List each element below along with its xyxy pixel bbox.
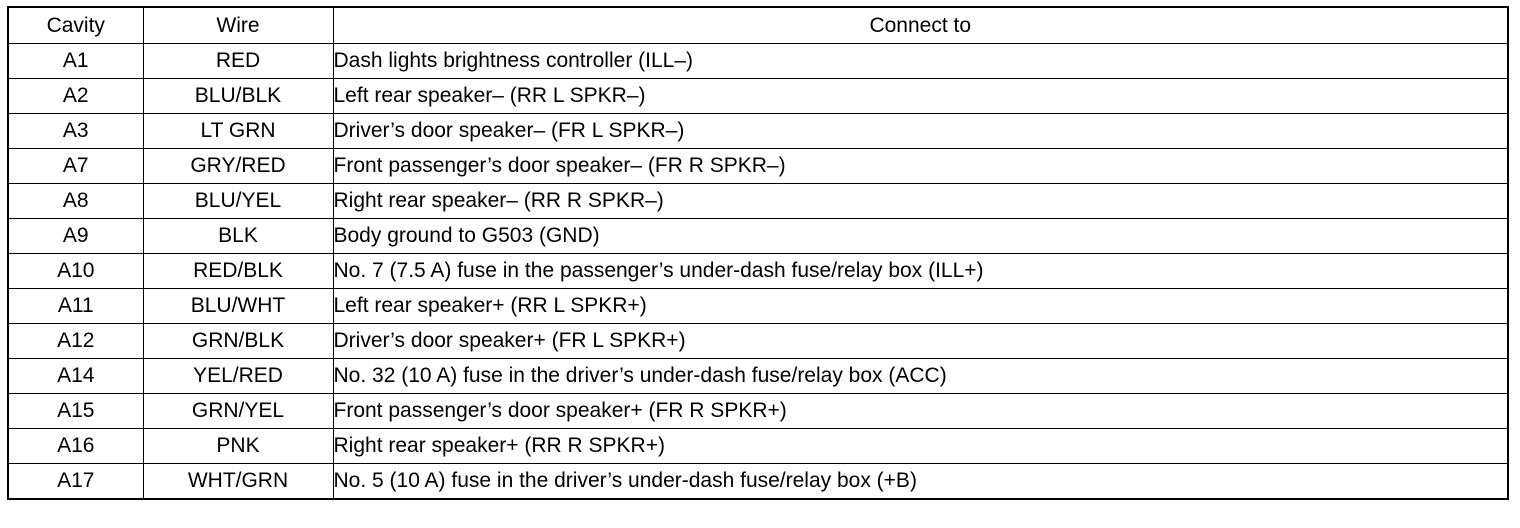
wire-color-cell: BLK (142, 218, 334, 254)
table-row: A14 YEL/RED No. 32 (10 A) fuse in the dr… (7, 358, 1509, 394)
cavity-cell: A17 (7, 463, 144, 500)
cavity-cell: A10 (7, 253, 144, 289)
table-row: A11 BLU/WHT Left rear speaker+ (RR L SPK… (7, 288, 1509, 324)
header-cavity: Cavity (7, 6, 144, 44)
connect-to-cell: No. 5 (10 A) fuse in the driver’s under-… (332, 463, 1509, 500)
connect-to-cell: Left rear speaker+ (RR L SPKR+) (332, 288, 1509, 324)
wire-color-cell: BLU/YEL (142, 183, 334, 219)
table-body: A1 RED Dash lights brightness controller… (7, 43, 1509, 500)
cavity-cell: A3 (7, 113, 144, 149)
connector-wiring-table: Cavity Wire Connect to A1 RED Dash light… (7, 6, 1509, 500)
wire-color-cell: GRN/YEL (142, 393, 334, 429)
connect-to-cell: Front passenger’s door speaker+ (FR R SP… (332, 393, 1509, 429)
table-row: A1 RED Dash lights brightness controller… (7, 43, 1509, 79)
wire-color-cell: WHT/GRN (142, 463, 334, 500)
table-row: A15 GRN/YEL Front passenger’s door speak… (7, 393, 1509, 429)
table-row: A2 BLU/BLK Left rear speaker– (RR L SPKR… (7, 78, 1509, 114)
cavity-cell: A14 (7, 358, 144, 394)
connect-to-cell: Front passenger’s door speaker– (FR R SP… (332, 148, 1509, 184)
wire-color-cell: BLU/WHT (142, 288, 334, 324)
connect-to-cell: No. 32 (10 A) fuse in the driver’s under… (332, 358, 1509, 394)
cavity-cell: A15 (7, 393, 144, 429)
table-row: A3 LT GRN Driver’s door speaker– (FR L S… (7, 113, 1509, 149)
header-wire: Wire (142, 6, 334, 44)
wire-color-cell: GRY/RED (142, 148, 334, 184)
table-row: A17 WHT/GRN No. 5 (10 A) fuse in the dri… (7, 463, 1509, 500)
wire-color-cell: BLU/BLK (142, 78, 334, 114)
wire-color-cell: YEL/RED (142, 358, 334, 394)
cavity-cell: A9 (7, 218, 144, 254)
connect-to-cell: Body ground to G503 (GND) (332, 218, 1509, 254)
table-row: A16 PNK Right rear speaker+ (RR R SPKR+) (7, 428, 1509, 464)
cavity-cell: A16 (7, 428, 144, 464)
table-row: A9 BLK Body ground to G503 (GND) (7, 218, 1509, 254)
table-row: A12 GRN/BLK Driver’s door speaker+ (FR L… (7, 323, 1509, 359)
connect-to-cell: Left rear speaker– (RR L SPKR–) (332, 78, 1509, 114)
wire-color-cell: RED/BLK (142, 253, 334, 289)
table-header: Cavity Wire Connect to (7, 6, 1509, 44)
cavity-cell: A8 (7, 183, 144, 219)
cavity-cell: A11 (7, 288, 144, 324)
connect-to-cell: Dash lights brightness controller (ILL–) (332, 43, 1509, 79)
connect-to-cell: Right rear speaker– (RR R SPKR–) (332, 183, 1509, 219)
header-connect-to: Connect to (332, 6, 1509, 44)
table-row: A8 BLU/YEL Right rear speaker– (RR R SPK… (7, 183, 1509, 219)
wire-color-cell: GRN/BLK (142, 323, 334, 359)
wire-color-cell: PNK (142, 428, 334, 464)
header-row: Cavity Wire Connect to (7, 6, 1509, 44)
wire-color-cell: LT GRN (142, 113, 334, 149)
cavity-cell: A1 (7, 43, 144, 79)
cavity-cell: A2 (7, 78, 144, 114)
connect-to-cell: Driver’s door speaker+ (FR L SPKR+) (332, 323, 1509, 359)
connect-to-cell: Right rear speaker+ (RR R SPKR+) (332, 428, 1509, 464)
cavity-cell: A7 (7, 148, 144, 184)
cavity-cell: A12 (7, 323, 144, 359)
connect-to-cell: Driver’s door speaker– (FR L SPKR–) (332, 113, 1509, 149)
table-row: A10 RED/BLK No. 7 (7.5 A) fuse in the pa… (7, 253, 1509, 289)
wire-color-cell: RED (142, 43, 334, 79)
table-row: A7 GRY/RED Front passenger’s door speake… (7, 148, 1509, 184)
connect-to-cell: No. 7 (7.5 A) fuse in the passenger’s un… (332, 253, 1509, 289)
